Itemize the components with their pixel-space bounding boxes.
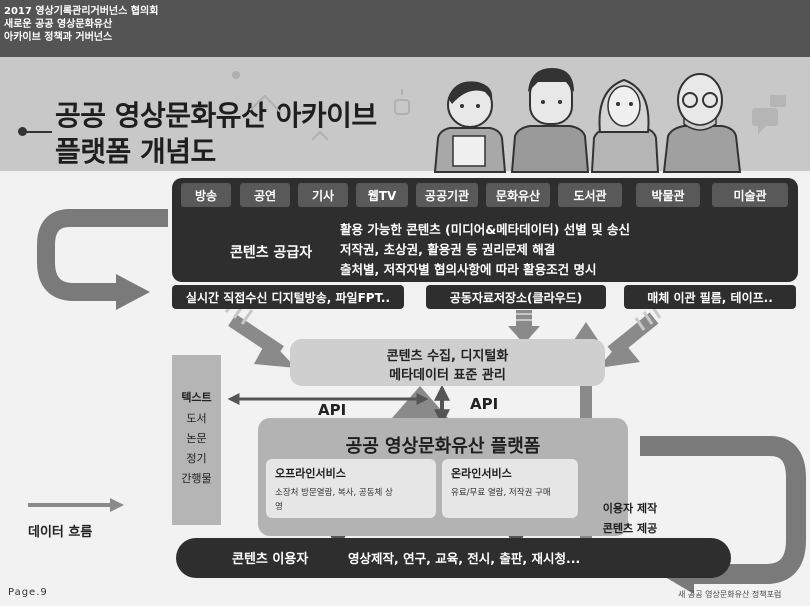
header-line-2: 새로운 공공 영상문화유산 [4,19,113,30]
collect-line-2: 메타데이터 표준 관리 [389,368,506,383]
media-to-collect-arrow [598,305,662,368]
offline-service-title: 오프라인서비스 [275,467,346,480]
category-art-gallery: 미술관 [712,183,788,207]
supplier-line-2: 저작권, 초상권, 활용권 등 권리문제 해결 [340,242,556,257]
legend-arrow [28,498,124,512]
supplier-label: 콘텐츠 공급자 [230,245,313,261]
person-1-icon [433,81,507,173]
slide-title-line-2: 플랫폼 개념도 [55,135,216,168]
category-broadcast: 방송 [181,183,231,207]
content-users-uses: 영상제작, 연구, 교육, 전시, 출판, 재시청... [348,551,581,566]
supplier-line-3: 출처별, 저작자별 협의사항에 따라 활용조건 명시 [340,262,597,277]
legend-data-flow-label: 데이터 흐름 [28,525,93,540]
online-service-box: 온라인서비스 유료/무료 열람, 저작권 구매 [442,459,578,518]
text-source-publication: 간행물 [181,472,212,485]
collect-to-platform-arrow [392,386,448,418]
text-source-paper: 논문 [186,432,207,445]
category-public-institution: 공공기관 [416,183,478,207]
title-bullet-line [22,131,52,133]
category-library: 도서관 [558,183,622,207]
supplier-line-1: 활용 가능한 콘텐츠 (미디어&메타데이터) 선별 및 송신 [340,222,630,237]
hero-decorations [232,71,410,141]
category-news: 기사 [298,183,348,207]
slide-title-line-1: 공공 영상문화유산 아카이브 [55,99,377,132]
online-service-title: 온라인서비스 [451,467,512,480]
user-made-content-label: 이용자 제작 콘텐츠 제공 [594,499,666,539]
people-illustration [433,68,742,173]
offline-service-desc: 소장처 방문열람, 복사, 공동체 상 영 [275,486,393,514]
category-museum: 박물관 [636,183,700,207]
online-service-desc: 유료/무료 열람, 저작권 구매 [451,488,551,498]
right-curve-arrow [640,436,806,584]
realtime-to-collect-arrow [224,296,296,368]
content-users-label: 콘텐츠 이용자 [232,552,309,567]
category-performance: 공연 [240,183,290,207]
header-line-1: 2017 영상기록관리거버넌스 협의회 [4,6,159,17]
title-bullet-dot [18,127,27,136]
page-number: Page.9 [8,587,48,598]
person-2-icon [510,68,590,173]
media-transfer-channel: 매체 이관 필름, 테이프.. [624,285,796,309]
content-users-bar [176,538,731,578]
footer-organization: 새 공공 영상문화유산 정책포럼 [678,590,782,599]
cloud-to-collect-arrow [508,310,540,344]
text-sources-title: 텍스트 [181,391,212,404]
platform-title: 공공 영상문화유산 플랫폼 [345,436,541,457]
text-source-periodical: 정기 [186,452,207,465]
offline-service-desc-2: 영 [275,502,283,512]
cloud-channel: 공동자료저장소(클라우드) [426,285,606,309]
person-3-icon [590,78,660,173]
api-right-label: API [470,395,499,413]
collect-line-1: 콘텐츠 수집, 디지털화 [386,349,509,364]
user-made-line-2: 콘텐츠 제공 [602,522,658,535]
user-made-line-1: 이용자 제작 [602,502,658,515]
left-curve-arrow [37,209,168,301]
header-line-3: 아카이브 정책과 거버넌스 [4,32,113,43]
text-source-book: 도서 [186,412,207,425]
api-left-label: API [318,401,347,419]
chat-icon [752,95,786,134]
offline-service-box: 오프라인서비스 소장처 방문열람, 복사, 공동체 상 영 [266,459,436,518]
realtime-channel: 실시간 직접수신 디지털방송, 파일FPT.. [172,285,404,309]
offline-service-desc-1: 소장처 방문열람, 복사, 공동체 상 [275,488,393,498]
collection-digitization-box: 콘텐츠 수집, 디지털화 메타데이터 표준 관리 [290,339,605,386]
category-webtv: 웹TV [356,183,408,207]
text-sources-box: 텍스트 도서 논문 정기 간행물 [172,355,221,525]
category-cultural-heritage: 문화유산 [486,183,550,207]
person-4-icon [662,73,742,173]
header-bar [0,0,810,57]
